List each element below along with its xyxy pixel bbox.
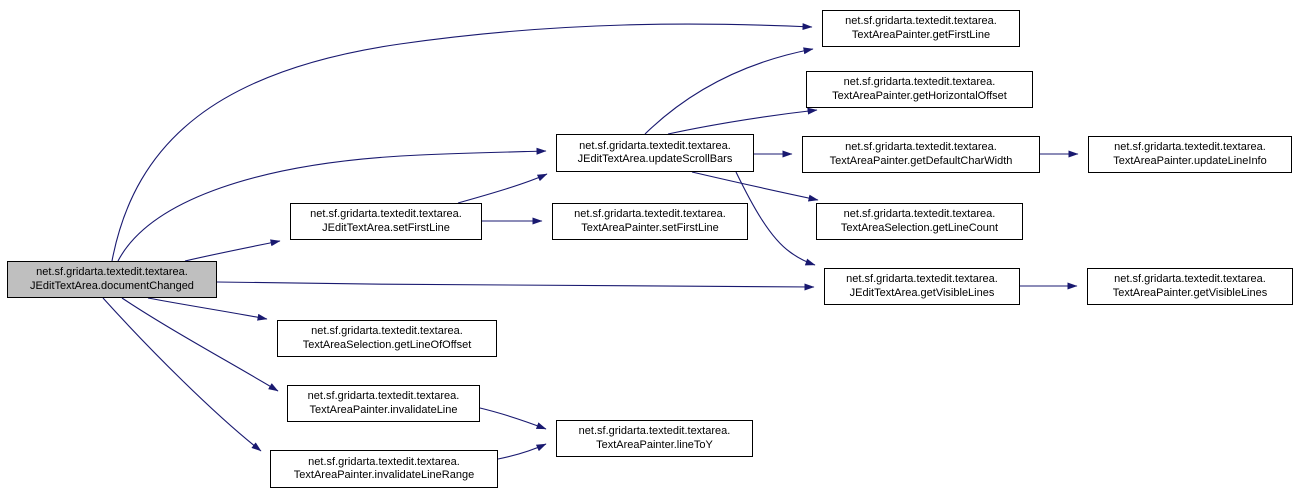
edge-documentChanged-getLineOfOffset [147,297,268,321]
edge-updateScrollBars-getFirstLine [644,47,814,135]
node-label-line1: net.sf.gridarta.textedit.textarea. [845,15,997,27]
node-getHorizontalOffset[interactable]: net.sf.gridarta.textedit.textarea. TextA… [806,71,1033,108]
edge-documentChanged-invalidateLineRange [102,297,262,452]
node-label-line2: TextAreaPainter.getFirstLine [851,28,991,41]
node-label-line2: TextAreaPainter.lineToY [596,438,713,451]
edge-documentChanged-updateScrollBars [117,147,547,262]
node-updateScrollBars[interactable]: net.sf.gridarta.textedit.textarea. JEdit… [556,134,754,172]
edge-updateScrollBars-getLineCount [691,171,819,202]
edge-documentChanged-getFirstLine [111,23,813,262]
node-label-line1: net.sf.gridarta.textedit.textarea. [310,208,462,220]
node-label-line2: TextAreaPainter.getHorizontalOffset [832,89,1007,102]
node-label-line2: JEditTextArea.setFirstLine [322,221,450,234]
edge-invalidateLineRange-lineToY [497,443,547,460]
node-getLineCount[interactable]: net.sf.gridarta.textedit.textarea. TextA… [816,203,1023,240]
node-painterSetFirstLine[interactable]: net.sf.gridarta.textedit.textarea. TextA… [552,203,748,240]
node-label-line1: net.sf.gridarta.textedit.textarea. [846,273,998,285]
node-getVisibleLines[interactable]: net.sf.gridarta.textedit.textarea. JEdit… [824,268,1020,305]
node-label-line1: net.sf.gridarta.textedit.textarea. [843,208,996,220]
edge-documentChanged-setFirstLine [184,239,281,262]
node-invalidateLineRange[interactable]: net.sf.gridarta.textedit.textarea. TextA… [270,450,498,488]
edge-documentChanged-invalidateLine [121,297,279,392]
node-label-line1: net.sf.gridarta.textedit.textarea. [36,266,188,278]
node-getFirstLine[interactable]: net.sf.gridarta.textedit.textarea. TextA… [822,10,1020,47]
node-label-line1: net.sf.gridarta.textedit.textarea. [578,425,731,437]
node-label-line2: TextAreaPainter.setFirstLine [581,221,719,234]
node-getDefaultCharWidth[interactable]: net.sf.gridarta.textedit.textarea. TextA… [802,136,1040,173]
node-label-line2: TextAreaSelection.getLineOfOffset [302,338,472,351]
node-label-line2: JEditTextArea.updateScrollBars [577,153,733,165]
node-painterGetVisibleLines[interactable]: net.sf.gridarta.textedit.textarea. TextA… [1087,268,1293,305]
node-documentChanged: net.sf.gridarta.textedit.textarea. JEdit… [7,261,217,298]
node-label-line1: net.sf.gridarta.textedit.textarea. [574,208,726,220]
node-invalidateLine[interactable]: net.sf.gridarta.textedit.textarea. TextA… [287,385,480,422]
edge-updateScrollBars-getHorizontalOffset [667,107,818,135]
node-label-line1: net.sf.gridarta.textedit.textarea. [1114,141,1266,153]
node-label-line2: TextAreaPainter.getDefaultCharWidth [829,154,1013,167]
node-label-line1: net.sf.gridarta.textedit.textarea. [308,455,460,468]
edge-updateScrollBars-getVisibleLines [735,171,816,266]
node-updateLineInfo[interactable]: net.sf.gridarta.textedit.textarea. TextA… [1088,136,1292,173]
node-label-line2: TextAreaSelection.getLineCount [840,221,999,234]
node-label-line1: net.sf.gridarta.textedit.textarea. [845,141,997,153]
node-label-line1: net.sf.gridarta.textedit.textarea. [311,325,463,337]
node-label-line1: net.sf.gridarta.textedit.textarea. [1114,273,1266,285]
node-label-line1: net.sf.gridarta.textedit.textarea. [307,390,460,402]
edge-invalidateLine-lineToY [479,407,547,430]
node-lineToY[interactable]: net.sf.gridarta.textedit.textarea. TextA… [556,420,753,457]
node-getLineOfOffset[interactable]: net.sf.gridarta.textedit.textarea. TextA… [277,320,497,357]
node-setFirstLine[interactable]: net.sf.gridarta.textedit.textarea. JEdit… [290,203,482,240]
edge-setFirstLine-updateScrollBars [457,173,548,204]
node-label-line1: net.sf.gridarta.textedit.textarea. [579,139,731,152]
node-label-line2: TextAreaPainter.invalidateLineRange [293,469,475,481]
node-label-line2: JEditTextArea.getVisibleLines [849,286,995,299]
node-label-line2: TextAreaPainter.invalidateLine [309,403,458,416]
node-label-line2: JEditTextArea.documentChanged [30,279,194,292]
node-label-line1: net.sf.gridarta.textedit.textarea. [843,76,996,88]
edge-documentChanged-getVisibleLines [216,281,815,291]
node-label-line2: TextAreaPainter.updateLineInfo [1113,154,1267,167]
node-label-line2: TextAreaPainter.getVisibleLines [1112,286,1268,299]
